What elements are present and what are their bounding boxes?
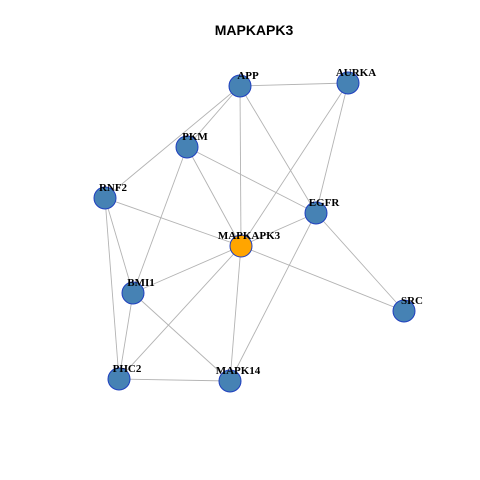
node-src[interactable]: SRC	[392, 295, 423, 323]
node-circle[interactable]	[228, 74, 252, 98]
edge-pkm-mapkapk3	[186, 146, 242, 247]
node-label: MAPK14	[216, 365, 261, 377]
node-mapk14[interactable]: MAPK14	[216, 365, 261, 393]
node-mapkapk3[interactable]: MAPKAPK3	[218, 230, 281, 258]
edge-pkm-egfr	[186, 146, 317, 214]
node-circle[interactable]	[336, 71, 360, 95]
edge-app-egfr	[239, 85, 317, 214]
node-circle[interactable]	[93, 186, 117, 210]
node-pkm[interactable]: PKM	[175, 131, 208, 159]
edge-mapkapk3-mapk14	[229, 245, 242, 382]
edge-mapkapk3-bmi1	[132, 245, 242, 294]
node-label: PHC2	[113, 363, 142, 375]
node-label: AURKA	[336, 67, 376, 79]
node-circle[interactable]	[121, 281, 145, 305]
node-circle[interactable]	[304, 201, 328, 225]
figure-title: MAPKAPK3	[215, 22, 294, 38]
edge-rnf2-bmi1	[104, 197, 134, 294]
node-label: EGFR	[309, 197, 341, 209]
edge-aurka-mapkapk3	[240, 82, 349, 247]
node-label: PKM	[182, 131, 208, 143]
node-label: MAPKAPK3	[218, 230, 281, 242]
node-circle[interactable]	[229, 234, 253, 258]
node-phc2[interactable]: PHC2	[107, 363, 142, 391]
node-circle[interactable]	[392, 299, 416, 323]
edge-bmi1-mapk14	[132, 292, 231, 382]
node-label: SRC	[401, 295, 423, 307]
edge-egfr-mapkapk3	[240, 212, 317, 247]
edge-egfr-src	[315, 212, 405, 312]
node-label: BMI1	[127, 277, 155, 289]
edge-app-mapkapk3	[239, 85, 242, 247]
edge-app-pkm	[186, 85, 241, 148]
node-label: RNF2	[99, 182, 128, 194]
node-circle[interactable]	[175, 135, 199, 159]
node-app[interactable]: APP	[228, 70, 259, 98]
edge-bmi1-phc2	[118, 292, 134, 380]
node-circle[interactable]	[218, 369, 242, 393]
edge-rnf2-phc2	[104, 197, 120, 380]
edge-pkm-bmi1	[132, 146, 188, 294]
node-circle[interactable]	[107, 367, 131, 391]
node-bmi1[interactable]: BMI1	[121, 277, 155, 305]
edge-mapkapk3-src	[240, 245, 405, 312]
edge-aurka-egfr	[315, 82, 349, 214]
edge-phc2-mapk14	[118, 378, 231, 382]
edge-rnf2-mapkapk3	[104, 197, 242, 247]
node-rnf2[interactable]: RNF2	[93, 182, 128, 210]
node-label: APP	[237, 70, 259, 82]
edge-egfr-mapk14	[229, 212, 317, 382]
edge-app-rnf2	[104, 85, 241, 199]
edge-mapkapk3-phc2	[118, 245, 242, 380]
node-aurka[interactable]: AURKA	[336, 67, 376, 95]
node-egfr[interactable]: EGFR	[304, 197, 341, 225]
edge-app-aurka	[239, 82, 349, 87]
edges-layer	[104, 82, 405, 382]
